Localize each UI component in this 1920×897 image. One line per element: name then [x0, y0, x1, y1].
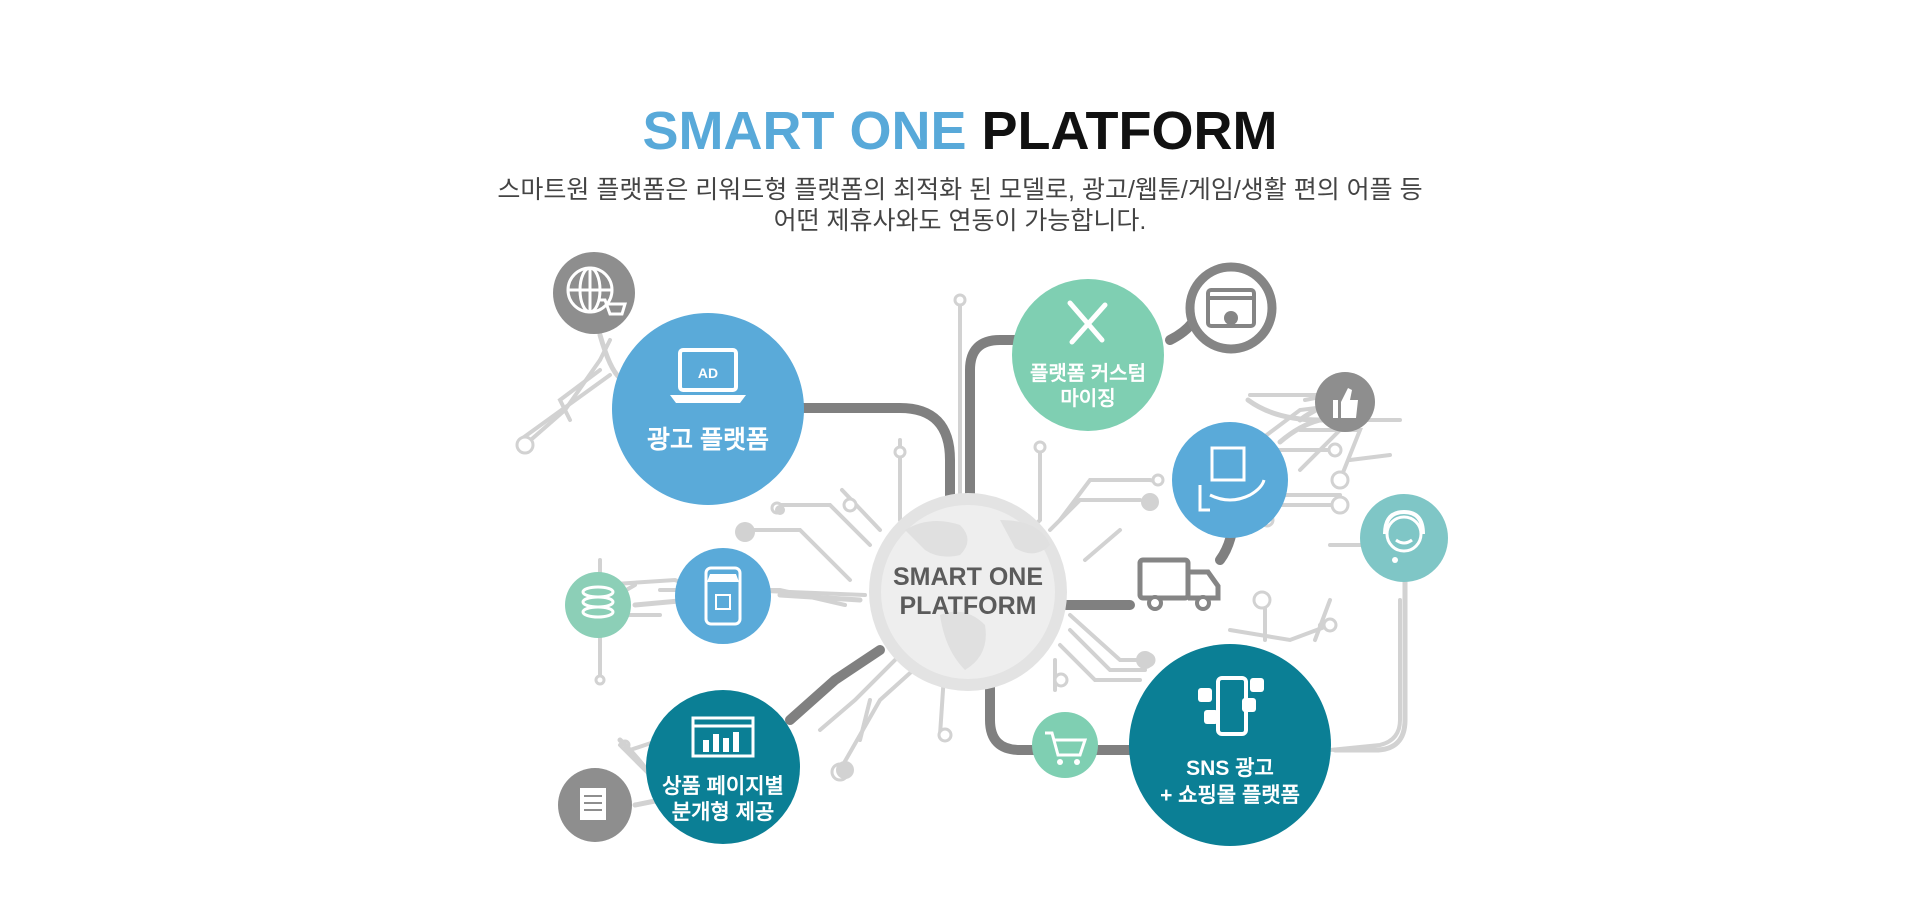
chart-page-icon: [691, 716, 755, 758]
sns-label-line-2: + 쇼핑몰 플랫폼: [1160, 784, 1300, 807]
subtitle-line-1: 스마트원 플랫폼은 리워드형 플랫폼의 최적화 된 모델로, 광고/웹툰/게임/…: [497, 176, 1423, 204]
title-part-blue: SMART ONE: [642, 101, 967, 161]
subtitle-line-2: 어떤 제휴사와도 연동이 가능합니다.: [773, 207, 1147, 235]
node-customizing: 플랫폼 커스텀 마이징: [1012, 279, 1164, 431]
product-page-label-line-1: 상품 페이지별: [662, 775, 784, 798]
customizing-label-line-2: 마이징: [1060, 387, 1115, 410]
ad-laptop-icon: [678, 348, 738, 392]
node-product-page: 상품 페이지별 분개형 제공: [646, 690, 800, 844]
sns-label-line-1: SNS 광고: [1186, 757, 1274, 780]
mobile-shop-icon: [675, 548, 771, 644]
coins-icon: [565, 572, 631, 638]
globe-cart-icon: [553, 252, 635, 334]
title-part-dark: PLATFORM: [981, 101, 1278, 161]
node-ad-platform: AD 광고 플랫폼: [612, 313, 804, 505]
svg-text:AD: AD: [698, 365, 718, 381]
box-hand-icon: [1172, 422, 1288, 538]
shopping-cart-icon: [1032, 712, 1098, 778]
customizing-label-line-1: 플랫폼 커스텀: [1030, 362, 1146, 385]
settings-window-icon: [1185, 262, 1277, 354]
tools-icon: [1067, 300, 1108, 345]
center-hub: SMART ONE PLATFORM: [869, 493, 1067, 691]
circuit-dots-filled: [735, 493, 1159, 779]
document-stack-icon: [558, 768, 632, 842]
node-sns-shopping: SNS 광고 + 쇼핑몰 플랫폼: [1129, 644, 1331, 846]
center-label-line-1: SMART ONE: [893, 563, 1043, 591]
social-phone-icon: [1198, 676, 1264, 736]
center-label-line-2: PLATFORM: [899, 592, 1036, 620]
delivery-truck-icon: [1137, 557, 1221, 611]
support-agent-icon: [1360, 494, 1448, 582]
ad-platform-label: 광고 플랫폼: [647, 426, 769, 454]
header: SMART ONE PLATFORM 스마트원 플랫폼은 리워드형 플랫폼의 최…: [0, 0, 1920, 240]
page-title: SMART ONE PLATFORM: [0, 100, 1920, 162]
thumbs-up-icon: [1315, 372, 1375, 432]
product-page-label-line-2: 분개형 제공: [672, 800, 774, 824]
